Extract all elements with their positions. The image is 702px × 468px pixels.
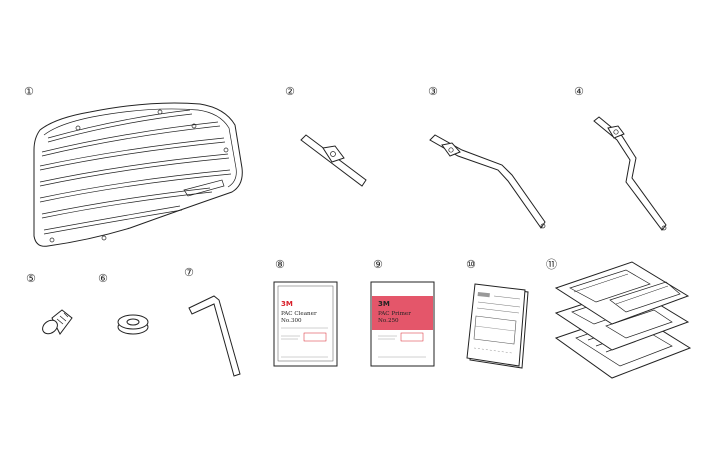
item-number-5: ⑤ xyxy=(26,272,36,285)
primer-name: PAC Primer xyxy=(378,311,411,317)
item-number-4: ④ xyxy=(574,85,584,98)
primer-number: No.250 xyxy=(378,318,399,324)
rear-window-louver-icon xyxy=(33,102,243,247)
item-number-1: ① xyxy=(24,85,34,98)
item-number-6: ⑥ xyxy=(98,272,108,285)
item-number-2: ② xyxy=(285,85,295,98)
item-number-7: ⑦ xyxy=(184,266,194,279)
cleaner-pack-icon: 3M PAC Cleaner No.300 xyxy=(273,281,338,367)
item-number-10: ⑩ xyxy=(466,258,476,271)
adhesive-tape-sheets-icon xyxy=(554,261,692,379)
item-number-11: ⑪ xyxy=(546,258,557,271)
instruction-sheet-icon xyxy=(466,283,529,369)
cleaner-name: PAC Cleaner xyxy=(281,311,317,317)
cleaner-brand: 3M xyxy=(281,300,293,308)
short-bracket-icon xyxy=(300,134,367,187)
item-number-8: ⑧ xyxy=(275,258,285,271)
cleaner-number: No.300 xyxy=(281,318,302,324)
primer-brand: 3M xyxy=(378,300,390,308)
long-bracket-left-icon xyxy=(429,134,546,229)
primer-color-band xyxy=(372,296,433,330)
bolt-icon xyxy=(42,309,73,335)
primer-pack-icon: 3M PAC Primer No.250 xyxy=(370,281,435,367)
item-number-9: ⑨ xyxy=(373,258,383,271)
washer-icon xyxy=(117,314,149,335)
long-bracket-right-icon xyxy=(593,116,667,231)
item-number-3: ③ xyxy=(428,85,438,98)
hex-key-icon xyxy=(188,295,241,377)
